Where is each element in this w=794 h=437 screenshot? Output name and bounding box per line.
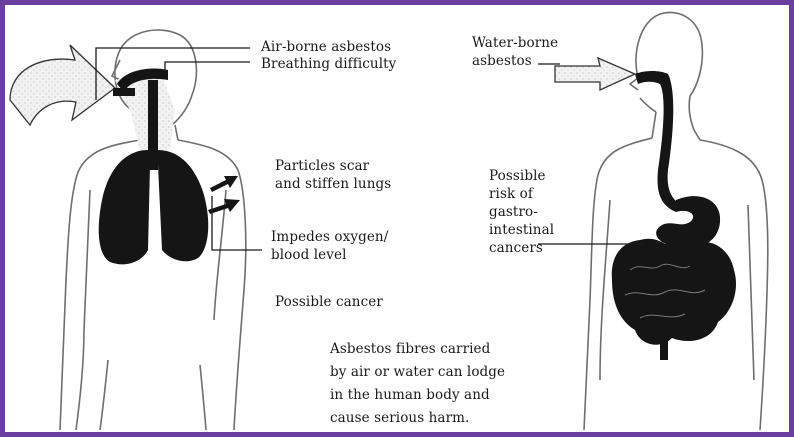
label-risk-line5: cancers bbox=[489, 239, 543, 257]
caption-line4: cause serious harm. bbox=[330, 407, 469, 430]
water-intake-arrow bbox=[555, 58, 635, 90]
lung-arrow-upper bbox=[210, 176, 238, 192]
label-risk-line1: Possible bbox=[489, 167, 546, 185]
label-particles-line2: and stiffen lungs bbox=[275, 175, 391, 193]
label-risk-line3: gastro- bbox=[489, 203, 538, 221]
caption-line1: Asbestos fibres carried bbox=[330, 338, 490, 361]
caption-line3: in the human body and bbox=[330, 384, 490, 407]
label-risk-line2: risk of bbox=[489, 185, 533, 203]
label-particles-line1: Particles scar bbox=[275, 157, 369, 175]
right-lung bbox=[158, 150, 208, 261]
label-waterborne-line2: asbestos bbox=[472, 52, 532, 70]
left-lung bbox=[99, 150, 150, 264]
label-impedes-line1: Impedes oxygen/ bbox=[271, 228, 388, 246]
right-leader-lines bbox=[538, 64, 645, 244]
label-breathing-difficulty: Breathing difficulty bbox=[261, 55, 396, 73]
air-intake-arrow bbox=[10, 45, 115, 125]
label-possible-cancer: Possible cancer bbox=[275, 293, 383, 311]
label-impedes-line2: blood level bbox=[271, 246, 347, 264]
label-waterborne-line1: Water-borne bbox=[472, 34, 558, 52]
digestive-organs bbox=[612, 196, 736, 360]
label-airborne-asbestos: Air-borne asbestos bbox=[261, 38, 391, 56]
caption-line2: by air or water can lodge bbox=[330, 361, 505, 384]
label-risk-line4: intestinal bbox=[489, 221, 554, 239]
